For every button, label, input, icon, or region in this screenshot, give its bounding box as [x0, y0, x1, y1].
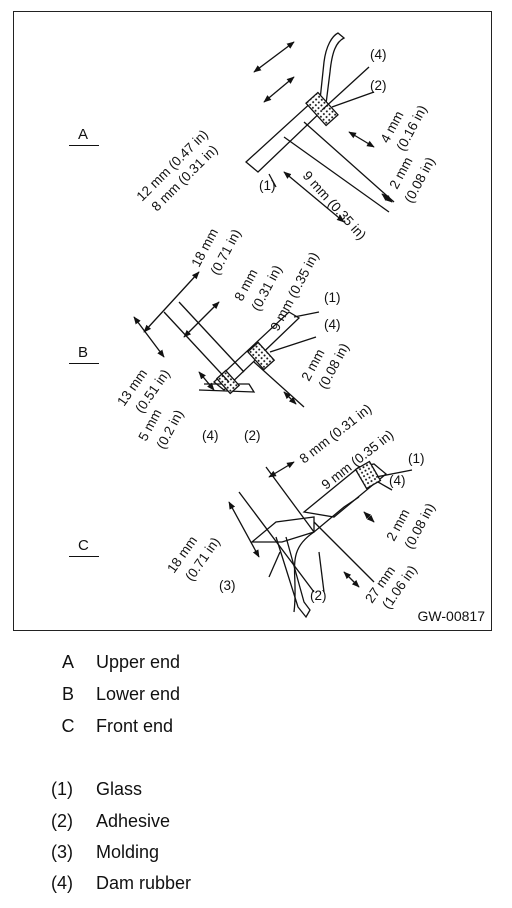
section-a-dim-9mm-label: 9 mm (0.35 in): [300, 168, 369, 243]
section-a-callout-1: (1): [259, 178, 276, 193]
legend-key: B: [61, 684, 74, 704]
section-b-dim-2mm: [283, 391, 297, 405]
section-a-callout-2: (2): [370, 78, 387, 93]
section-c-dim-008in-label: (0.08 in): [401, 501, 437, 552]
section-b-dim-9mm-label: 9 mm (0.35 in): [267, 250, 321, 334]
legend-label: Lower end: [96, 684, 181, 704]
legend-key: C: [61, 716, 75, 736]
legend-label: Adhesive: [96, 811, 171, 831]
diagram-figure: (4) (2) (1) 12 mm (0.47 in) 8 mm (0.31 i…: [13, 11, 492, 631]
legend-key: (1): [51, 779, 73, 799]
section-b-drawing: [133, 271, 320, 408]
section-c-dim-18mm: [228, 501, 260, 558]
section-a-callout-4: (4): [370, 47, 387, 62]
section-b-callout-1: (1): [324, 290, 341, 305]
legend-label: Molding: [96, 842, 160, 862]
section-b-callout-4-lower: (4): [202, 428, 219, 443]
section-c-bracket: [275, 536, 311, 619]
legend-key: A: [61, 652, 74, 672]
section-b-dam-rubber-2: [215, 369, 241, 395]
section-key-b: B: [78, 344, 89, 361]
section-c-panel: [293, 496, 360, 613]
section-a-dim-2mm: [381, 193, 393, 203]
section-b-dam-rubber-1: [246, 341, 276, 371]
section-c-dim-27mm: [343, 571, 360, 588]
legend-label: Glass: [96, 779, 143, 799]
section-c-drawing: [228, 460, 413, 619]
figure-code: GW-00817: [417, 608, 485, 624]
section-c-dim-2mm: [363, 511, 375, 523]
section-key-a: A: [78, 126, 89, 143]
section-key-b-underline: [69, 363, 99, 364]
section-b-dim-18mm: [143, 271, 200, 333]
legend-key: (2): [51, 811, 73, 831]
section-a-dim-8mm: [263, 76, 295, 103]
diagram-drawing: (4) (2) (1) 12 mm (0.47 in) 8 mm (0.31 i…: [114, 32, 438, 619]
section-c-callout-3: (3): [219, 578, 236, 593]
legend: A Upper end B Lower end C Front end (1) …: [0, 652, 512, 902]
legend-key: (3): [51, 842, 73, 862]
section-key-c-underline: [69, 556, 99, 557]
section-c-glass: [302, 463, 388, 518]
section-c-callout-4: (4): [389, 473, 406, 488]
section-key-c: C: [78, 537, 89, 554]
section-b-dim-5mm: [198, 371, 215, 391]
legend-key: (4): [51, 873, 73, 893]
section-b-glass: [213, 311, 301, 391]
section-c-callout-1: (1): [408, 451, 425, 466]
section-a-dim-12mm: [253, 41, 295, 73]
legend-label: Upper end: [96, 652, 181, 672]
section-c-callout-2: (2): [310, 588, 327, 603]
section-b-dim-8mm: [183, 301, 220, 338]
legend-label: Front end: [96, 716, 174, 736]
section-b-callout-4-upper: (4): [324, 317, 341, 332]
section-a-dam-rubber: [305, 91, 339, 127]
section-a-dim-9mm: [283, 171, 345, 223]
section-key-a-underline: [69, 145, 99, 146]
section-c-dam-rubber: [354, 460, 382, 490]
section-a-drawing: [245, 32, 395, 223]
section-b-dim-13mm: [133, 316, 165, 358]
legend-label: Dam rubber: [96, 873, 192, 893]
section-a-dim-4mm: [348, 131, 375, 148]
section-c-dim-8mm: [268, 461, 295, 478]
section-b-callout-2: (2): [244, 428, 261, 443]
